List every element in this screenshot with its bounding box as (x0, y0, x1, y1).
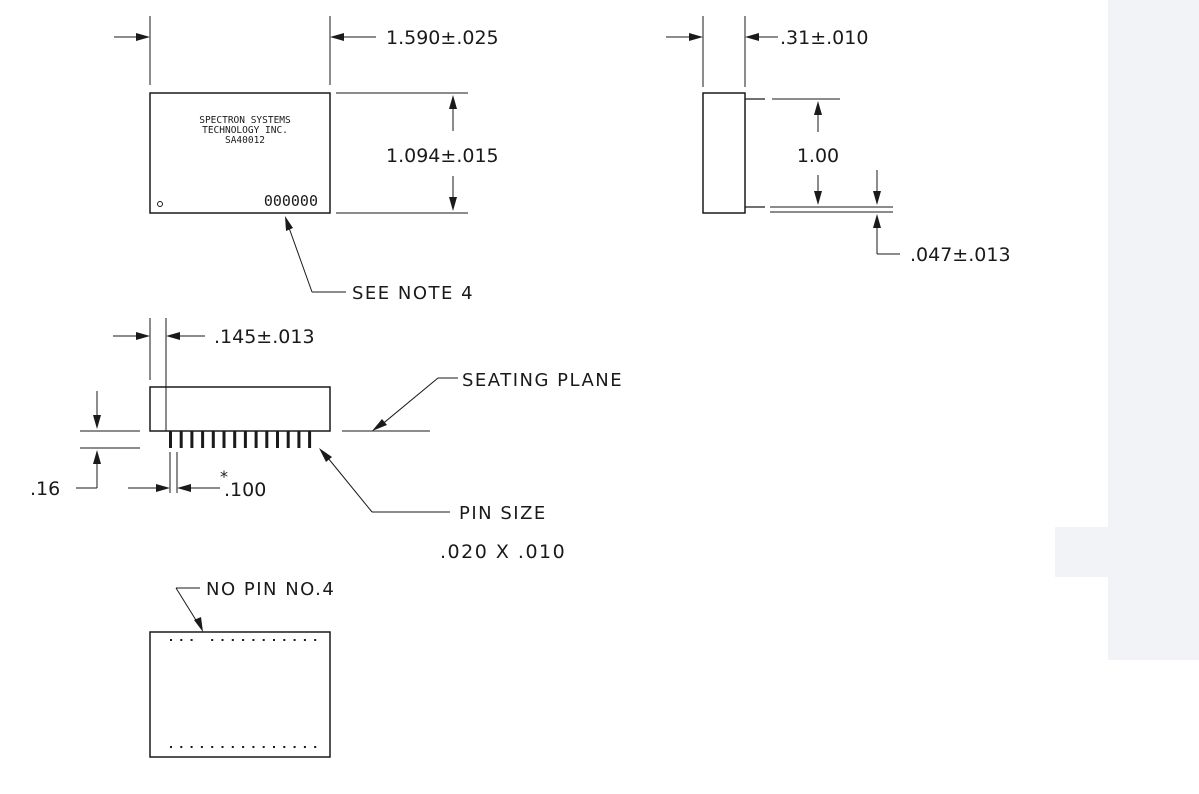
pin-dot (190, 746, 193, 748)
pin-dot (211, 639, 214, 641)
pin-dot (262, 746, 265, 748)
pin-span-dimension: 1.00 (770, 98, 893, 213)
pin (211, 431, 215, 448)
pin-offset-dimension: .047±.013 (873, 170, 1011, 266)
package-body-top (149, 92, 331, 214)
pin-dot (231, 746, 234, 748)
pin (169, 431, 172, 448)
pin-dot (303, 639, 306, 641)
pin (201, 431, 205, 448)
thickness-dim-label: .31±.010 (780, 27, 868, 49)
pin (308, 431, 312, 448)
seating-plane: SEATING PLANE (80, 370, 623, 432)
see-note-label: SEE NOTE 4 (352, 283, 474, 304)
pin-dot (273, 746, 275, 748)
pin (243, 431, 247, 448)
pin-dot (170, 746, 172, 748)
pin-span-dim-label: 1.00 (797, 145, 839, 167)
pin-dots-top-row (170, 639, 317, 641)
pin-dot (252, 639, 255, 641)
pin (233, 431, 237, 448)
pin-offset-dim-label: .047±.013 (910, 244, 1011, 266)
pin-height-dimension: .16 (30, 391, 140, 500)
pin-dot (200, 746, 203, 748)
pin-dot (283, 639, 286, 641)
pin (254, 431, 258, 448)
pin-dot (221, 639, 224, 641)
pin (190, 431, 194, 448)
pin-height-dim-label: .16 (30, 478, 60, 500)
no-pin-label: NO PIN NO.4 (206, 579, 335, 600)
marking-line-2: TECHNOLOGY INC. (202, 125, 288, 136)
pin-dot (314, 746, 317, 748)
pin (265, 431, 269, 448)
pin-dot (293, 639, 296, 641)
width-dim-label: 1.590±.025 (386, 27, 499, 49)
pin-dot (180, 746, 183, 748)
pin-dot (242, 639, 245, 641)
seating-plane-label: SEATING PLANE (462, 370, 623, 391)
pin-pitch-dimension: * .100 (128, 452, 266, 501)
height-dim-label: 1.094±.015 (386, 145, 499, 167)
thickness-dimension: .31±.010 (666, 16, 868, 87)
pin-pitch-dim-label: .100 (224, 479, 266, 501)
pin (286, 431, 290, 448)
serial-number: 000000 (264, 192, 318, 210)
no-pin-callout: NO PIN NO.4 (175, 579, 335, 632)
height-dimension: 1.094±.015 (336, 92, 499, 214)
pin (222, 431, 226, 448)
pin-dot (211, 746, 214, 748)
pin1-indicator-dot (157, 201, 163, 207)
marking-line-1: SPECTRON SYSTEMS (199, 115, 291, 126)
package-body-front (149, 386, 331, 432)
pin (179, 431, 183, 448)
top-view: SPECTRON SYSTEMS TECHNOLOGY INC. SA40012… (114, 16, 499, 304)
pin-dot (221, 746, 224, 748)
pin (276, 431, 279, 448)
pin-dot (242, 746, 245, 748)
marking-line-3: SA40012 (225, 135, 265, 146)
pin (297, 431, 301, 448)
package-body-side (702, 92, 746, 214)
package-body-bottom (149, 631, 331, 758)
width-dimension: 1.590±.025 (114, 16, 499, 85)
pin-row (169, 431, 312, 448)
pin-inset-dimension: .145±.013 (113, 318, 315, 431)
pin-dot (303, 746, 306, 748)
bottom-view: NO PIN NO.4 (149, 579, 335, 758)
background-watermark (1055, 0, 1199, 660)
pin-dot (314, 639, 317, 641)
pin-dot (180, 639, 183, 641)
side-view: .31±.010 1.00 .047±.013 (666, 16, 1011, 266)
pin-dot (190, 639, 193, 641)
note-leader: SEE NOTE 4 (285, 216, 474, 304)
pin-dot (273, 639, 275, 641)
pin-pitch-asterisk: * (220, 467, 228, 486)
pin-dot (283, 746, 286, 748)
pin-size-value: .020 X .010 (440, 541, 566, 563)
front-view: .145±.013 SEATING PLANE .16 (30, 318, 623, 563)
pin-dots-bottom-row (170, 746, 317, 748)
pin-dot (293, 746, 296, 748)
pin-dot (252, 746, 255, 748)
pin-size-callout: PIN SIZE .020 X .010 (319, 448, 566, 563)
pin-inset-dim-label: .145±.013 (214, 326, 315, 348)
pin-size-title: PIN SIZE (459, 503, 547, 524)
pin-dot (262, 639, 265, 641)
pin-dot (170, 639, 172, 641)
pin-dot (231, 639, 234, 641)
